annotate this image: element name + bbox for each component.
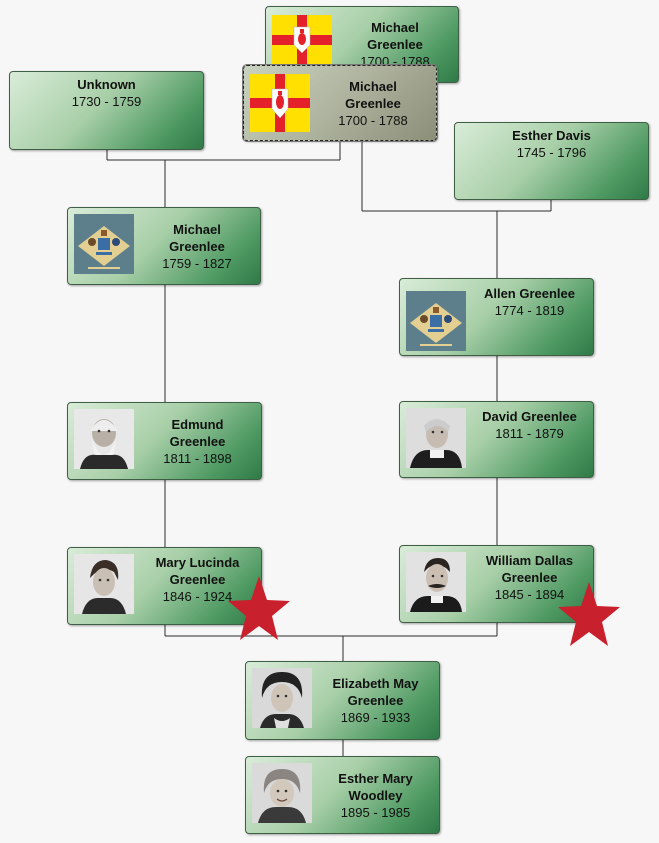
person-card-william-dallas-greenlee[interactable]: William Dallas Greenlee 1845 - 1894 <box>399 545 594 623</box>
person-card-esther-mary-woodley[interactable]: Esther Mary Woodley 1895 - 1985 <box>245 756 440 834</box>
person-dates: 1845 - 1894 <box>494 587 565 602</box>
delaware-flag-icon <box>74 214 134 274</box>
person-dates: 1895 - 1985 <box>340 804 411 820</box>
person-name: Edmund <box>171 416 224 432</box>
star-icon <box>558 582 620 646</box>
person-name: William Dallas <box>485 553 574 568</box>
person-name: Greenlee <box>169 238 225 254</box>
person-dates: 1811 - 1879 <box>495 426 564 441</box>
person-name: Esther Davis <box>512 128 591 143</box>
person-name: Michael <box>349 78 397 94</box>
person-dates: 1869 - 1933 <box>340 710 411 725</box>
person-name: David Greenlee <box>482 409 577 424</box>
person-name: Greenlee <box>501 570 558 585</box>
person-name: Unknown <box>77 77 136 92</box>
person-name: Greenlee <box>169 433 226 449</box>
person-dates: 1745 - 1796 <box>516 145 587 160</box>
person-name: Elizabeth May <box>332 676 419 691</box>
person-dates: 1774 - 1819 <box>494 303 565 318</box>
person-name: Greenlee <box>345 95 401 111</box>
portrait-photo-icon <box>406 552 466 612</box>
person-card-allen-greenlee[interactable]: Allen Greenlee 1774 - 1819 <box>399 278 594 356</box>
person-card-esther-davis[interactable]: Esther Davis 1745 - 1796 <box>454 122 649 200</box>
portrait-photo-icon <box>406 408 466 468</box>
person-name: Greenlee <box>367 37 423 52</box>
delaware-flag-icon <box>406 291 466 351</box>
person-name: Mary Lucinda <box>155 555 240 570</box>
person-name: Greenlee <box>347 693 404 708</box>
person-card-mary-lucinda-greenlee[interactable]: Mary Lucinda Greenlee 1846 - 1924 <box>67 547 262 625</box>
person-name: Greenlee <box>169 572 226 587</box>
person-name: Allen Greenlee <box>483 286 576 301</box>
person-card-elizabeth-may-greenlee[interactable]: Elizabeth May Greenlee 1869 - 1933 <box>245 661 440 740</box>
person-card-unknown[interactable]: Unknown 1730 - 1759 <box>9 71 204 150</box>
portrait-photo-icon <box>74 409 134 469</box>
ulster-flag-icon <box>250 74 310 132</box>
person-name: Esther Mary <box>338 770 413 786</box>
star-icon <box>228 576 290 640</box>
person-card-edmund-greenlee[interactable]: Edmund Greenlee 1811 - 1898 <box>67 402 262 480</box>
person-card-michael-greenlee-1759[interactable]: Michael Greenlee 1759 - 1827 <box>67 207 261 285</box>
portrait-photo-icon <box>74 554 134 614</box>
ulster-flag-icon <box>272 15 332 65</box>
person-name: Michael <box>173 221 221 237</box>
person-dates: 1846 - 1924 <box>162 589 233 604</box>
person-name: Woodley <box>348 787 403 803</box>
person-dates: 1700 - 1788 <box>338 112 408 128</box>
person-dates: 1759 - 1827 <box>162 255 232 271</box>
portrait-photo-icon <box>252 668 312 728</box>
person-card-michael-greenlee-1700-selected[interactable]: Michael Greenlee 1700 - 1788 <box>242 64 438 142</box>
portrait-photo-icon <box>252 763 312 823</box>
person-card-david-greenlee[interactable]: David Greenlee 1811 - 1879 <box>399 401 594 478</box>
person-name: Michael <box>371 20 419 35</box>
person-dates: 1811 - 1898 <box>163 450 232 466</box>
person-dates: 1730 - 1759 <box>71 94 142 109</box>
